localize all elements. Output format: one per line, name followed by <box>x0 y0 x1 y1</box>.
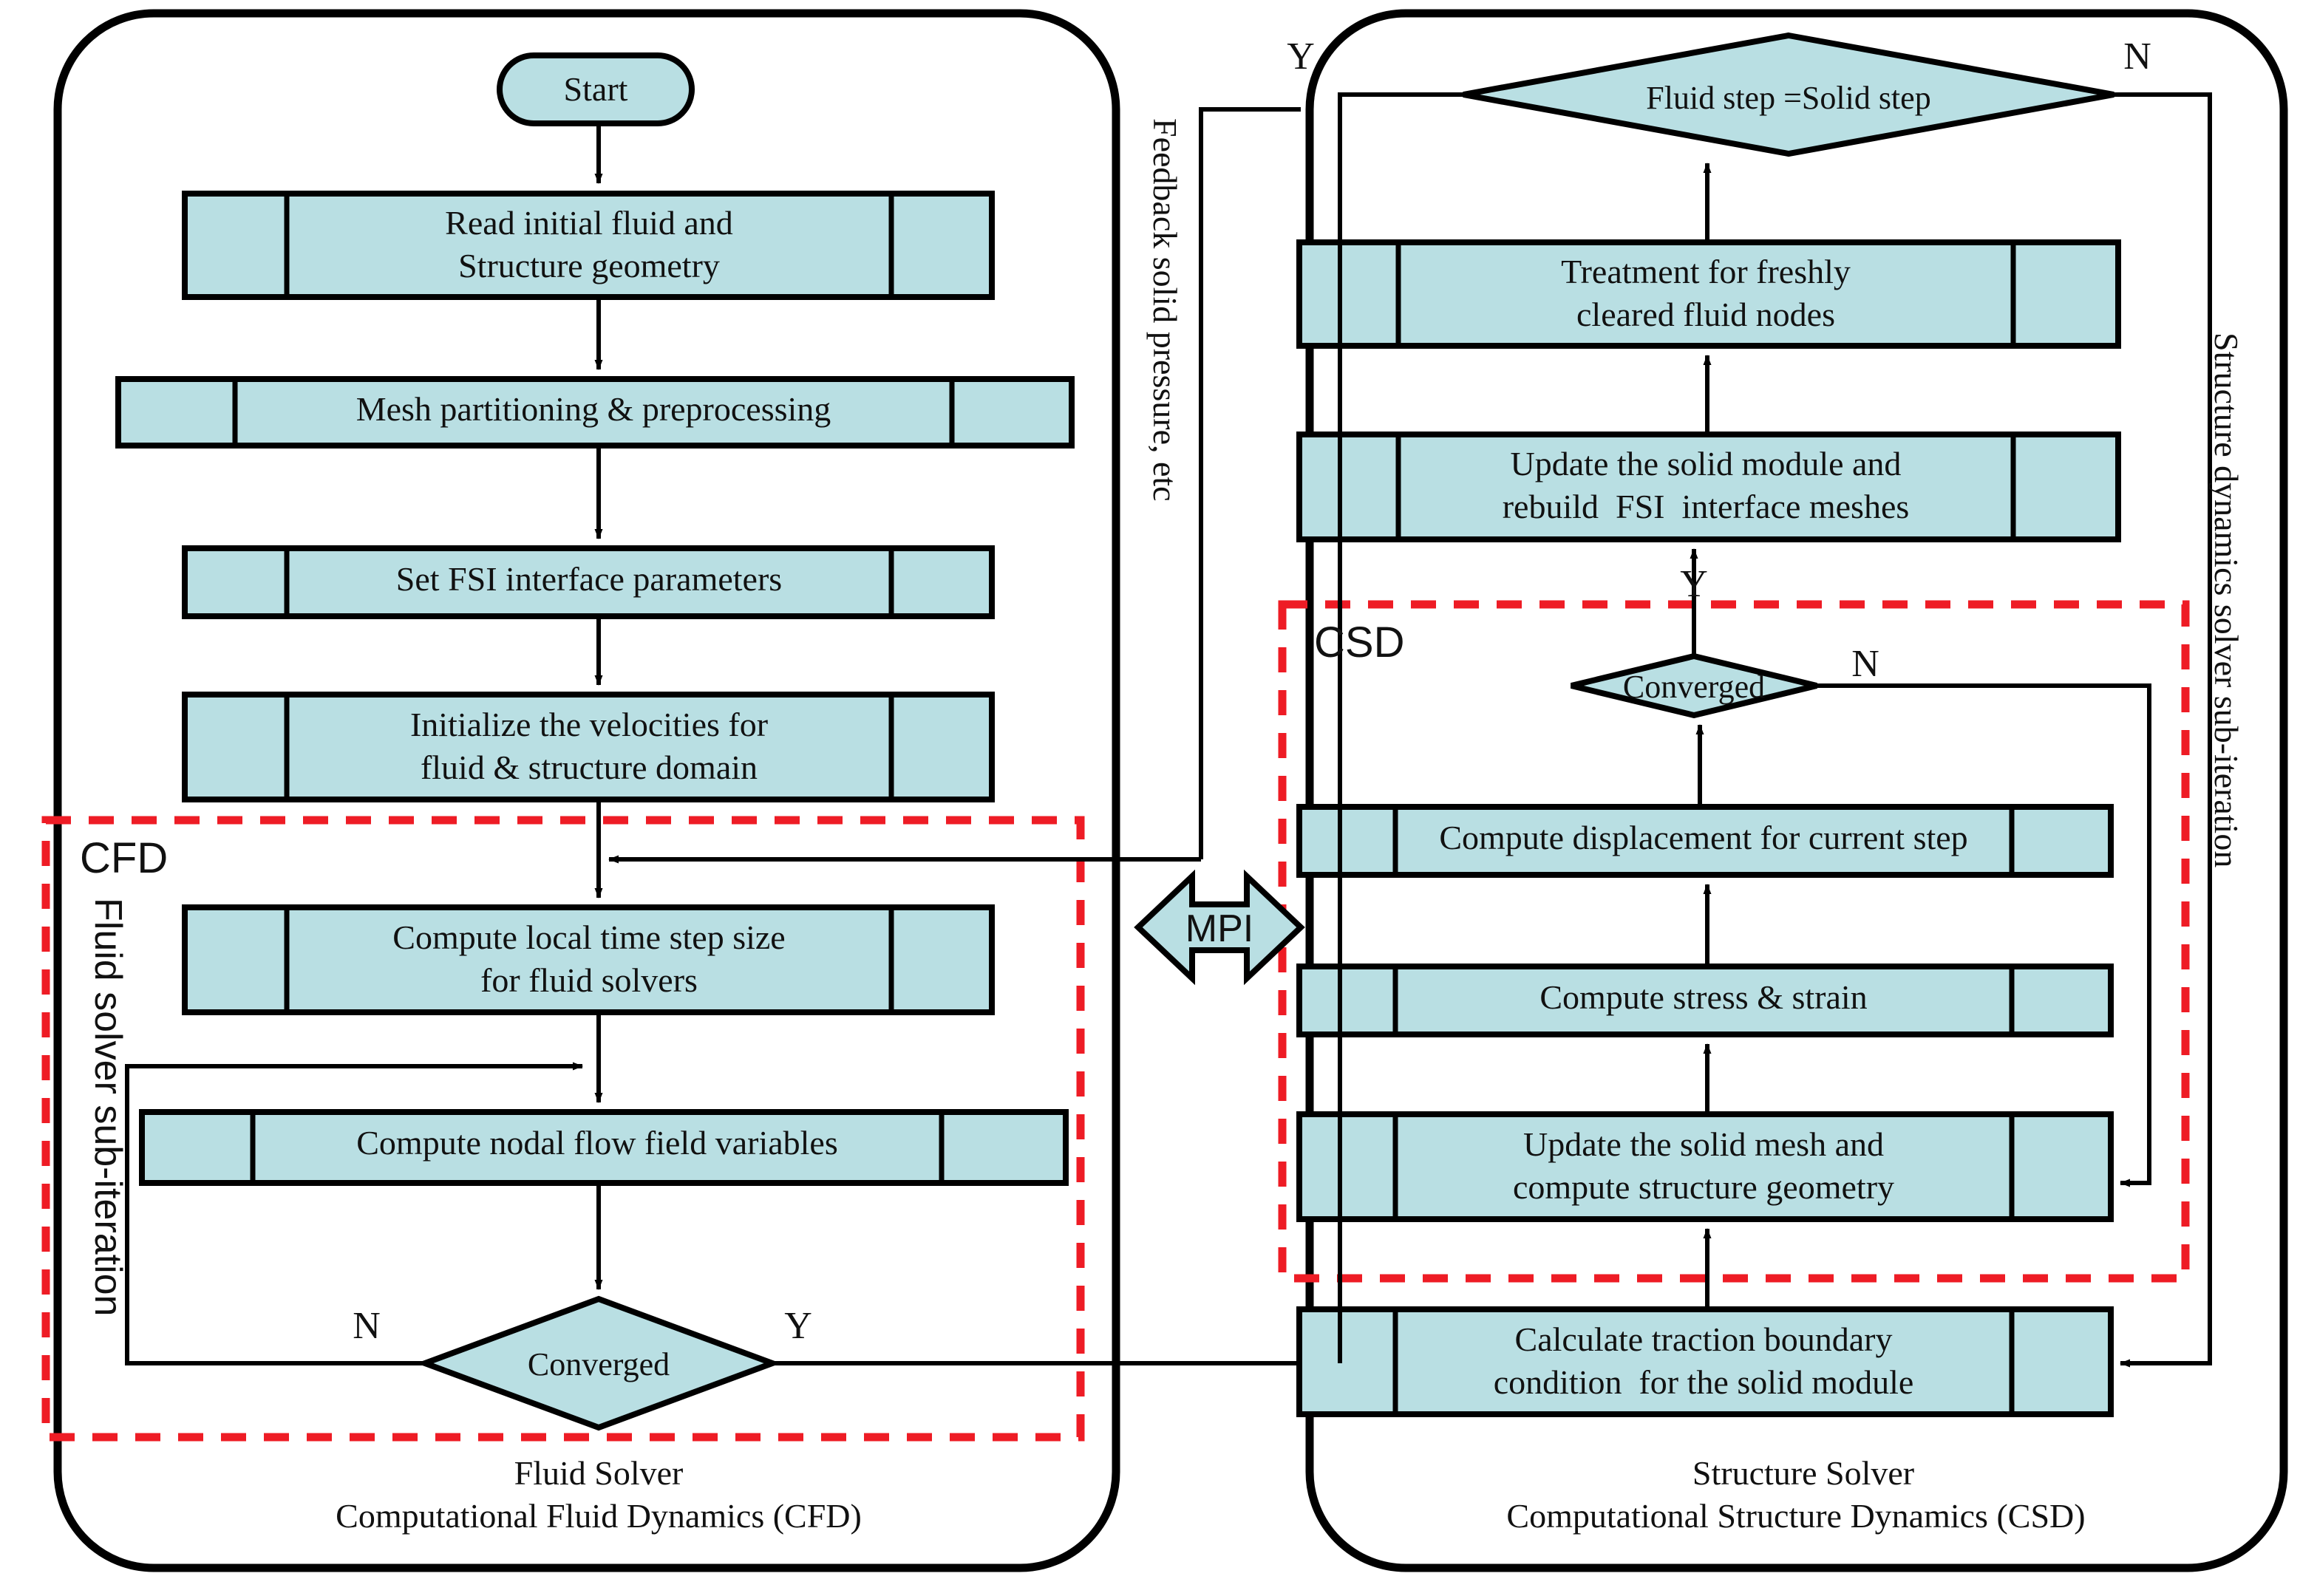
cfd-group-side-label: Fluid solver sub-iteration <box>86 898 129 1317</box>
node-cfd-converged[interactable] <box>416 1295 781 1431</box>
csd-group-side-label: Structure dynamics solver sub-iteration <box>2208 332 2245 868</box>
node-nodal-flow-field[interactable] <box>139 1109 1069 1186</box>
node-update-solid-module[interactable] <box>1296 432 2121 542</box>
csd-converged-yes-label: Y <box>1680 563 1708 605</box>
node-csd-converged[interactable] <box>1571 652 1817 719</box>
mpi-bidirectional-connector[interactable] <box>1134 869 1305 986</box>
node-update-solid-mesh-label-line2: compute structure geometry <box>1512 1168 1895 1206</box>
fluid-solver-container <box>53 9 1120 1572</box>
cfd-group-tag: CFD <box>80 834 169 882</box>
structure-solver-caption-line2: Computational Structure Dynamics (CSD) <box>1506 1497 2086 1535</box>
node-start-label: Start <box>563 70 628 108</box>
fluid-solver-caption-line2: Computational Fluid Dynamics (CFD) <box>336 1497 862 1535</box>
node-update-solid-mesh-label-line1: Update the solid mesh and <box>1522 1125 1884 1163</box>
node-initialize-velocities[interactable] <box>182 692 995 802</box>
node-update-solid-mesh[interactable] <box>1296 1111 2114 1222</box>
fluid-equals-solid-no-label: N <box>2123 35 2151 78</box>
node-read-geometry-label-line1: Read initial fluid and <box>445 204 733 242</box>
node-mesh-partitioning[interactable] <box>115 376 1075 449</box>
edge-feedback-spine <box>1199 107 1301 859</box>
node-nodal-flow-field-label: Compute nodal flow field variables <box>356 1124 838 1162</box>
node-compute-stress-strain[interactable] <box>1296 964 2114 1037</box>
node-update-solid-module-label-line2: rebuild FSI interface meshes <box>1502 488 1910 525</box>
node-traction-boundary-label-line2: condition for the solid module <box>1493 1363 1914 1401</box>
fluid-solver-caption-line1: Fluid Solver <box>514 1454 684 1492</box>
cfd-group-dashed-box <box>41 816 1085 1442</box>
node-read-geometry[interactable] <box>182 191 995 300</box>
node-initialize-label-line1: Initialize the velocities for <box>409 706 769 743</box>
node-traction-boundary-label-line1: Calculate traction boundary <box>1514 1320 1893 1358</box>
node-compute-displacement[interactable] <box>1296 804 2114 878</box>
node-local-time-step[interactable] <box>182 904 995 1015</box>
mpi-label: MPI <box>1185 907 1254 950</box>
cfd-converged-no-label: N <box>353 1305 381 1347</box>
fluid-equals-solid-yes-label: Y <box>1287 35 1315 78</box>
structure-solver-caption-line1: Structure Solver <box>1692 1454 1915 1492</box>
node-fluid-equals-solid-step-label: Fluid step =Solid step <box>1646 80 1931 116</box>
node-cfd-converged-label: Converged <box>527 1346 670 1382</box>
node-freshly-cleared-label-line1: Treatment for freshly <box>1561 253 1851 290</box>
csd-group-dashed-box <box>1278 600 2190 1283</box>
node-fluid-equals-solid-step[interactable] <box>1463 32 2114 157</box>
csd-group-tag: CSD <box>1314 618 1405 666</box>
cfd-converged-yes-label: Y <box>784 1305 812 1347</box>
node-start[interactable] <box>497 52 695 126</box>
node-read-geometry-label-line2: Structure geometry <box>458 247 720 284</box>
edge-fluid-equals-solid-yes <box>1338 92 1463 1363</box>
node-compute-displacement-label: Compute displacement for current step <box>1439 819 1968 856</box>
node-compute-stress-label: Compute stress & strain <box>1539 978 1868 1016</box>
node-freshly-cleared-nodes[interactable] <box>1296 239 2121 349</box>
structure-solver-container <box>1305 9 2288 1572</box>
node-update-solid-module-label-line1: Update the solid module and <box>1510 445 1902 482</box>
node-local-time-step-label-line1: Compute local time step size <box>392 918 786 956</box>
edge-cfd-subiteration-loop <box>125 1062 583 1365</box>
node-set-fsi-label: Set FSI interface parameters <box>395 560 783 598</box>
node-mesh-partitioning-label: Mesh partitioning & preprocessing <box>355 390 831 428</box>
node-set-fsi[interactable] <box>182 545 995 619</box>
edge-csd-subiteration-loop <box>1817 683 2151 1187</box>
csd-converged-no-label: N <box>1851 643 1879 685</box>
node-freshly-cleared-label-line2: cleared fluid nodes <box>1576 296 1835 333</box>
node-csd-converged-label: Converged <box>1622 669 1766 705</box>
edge-structure-outer-loop <box>2114 92 2212 1368</box>
node-local-time-step-label-line2: for fluid solvers <box>480 961 698 999</box>
node-traction-boundary[interactable] <box>1296 1306 2114 1417</box>
node-initialize-label-line2: fluid & structure domain <box>420 748 758 786</box>
feedback-solid-pressure-label: Feedback solid pressure, etc <box>1146 118 1184 502</box>
